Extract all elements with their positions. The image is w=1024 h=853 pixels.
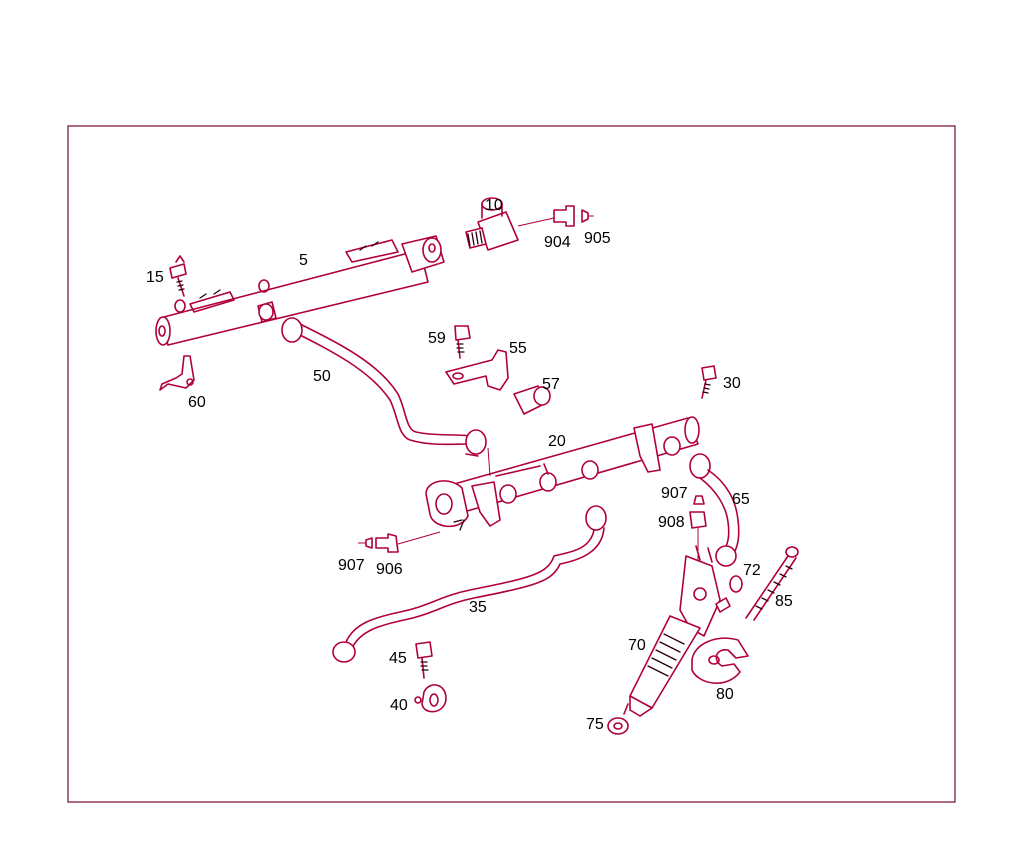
label-70: 70 <box>628 637 646 654</box>
label-35: 35 <box>469 599 487 616</box>
label-75: 75 <box>586 716 604 733</box>
label-55: 55 <box>509 340 527 357</box>
bolt-45[interactable] <box>415 641 433 679</box>
connector-906[interactable] <box>375 531 441 553</box>
connector-905[interactable] <box>581 209 594 223</box>
fuel-pipe-35[interactable] <box>332 505 607 663</box>
bracket-55[interactable] <box>445 349 509 391</box>
seal-ring-72[interactable] <box>729 575 743 593</box>
spacer-57[interactable] <box>513 385 551 415</box>
label-45: 45 <box>389 650 407 667</box>
label-60: 60 <box>188 394 206 411</box>
bolt-30[interactable] <box>701 365 717 399</box>
stud-85[interactable] <box>745 546 799 621</box>
label-57: 57 <box>542 376 560 393</box>
label-10: 10 <box>485 197 503 214</box>
washer-75[interactable] <box>607 717 629 735</box>
bracket-60[interactable] <box>159 355 195 391</box>
fuel-rail-lower[interactable] <box>425 416 700 531</box>
connector-904[interactable] <box>553 205 575 227</box>
label-5: 5 <box>299 252 308 269</box>
diagram-frame <box>67 125 956 803</box>
label-908: 908 <box>658 514 685 531</box>
clamp-40[interactable] <box>414 684 447 713</box>
label-15: 15 <box>146 269 164 286</box>
label-904: 904 <box>544 234 571 251</box>
claw-clamp-80[interactable] <box>691 637 749 684</box>
connector-907-right[interactable] <box>693 495 705 505</box>
label-80: 80 <box>716 686 734 703</box>
bolt-59[interactable] <box>454 325 471 359</box>
pressure-sensor[interactable] <box>465 197 555 251</box>
injector-70[interactable] <box>623 545 731 717</box>
label-40: 40 <box>390 697 408 714</box>
label-907-left: 907 <box>338 557 365 574</box>
connector-907-left[interactable] <box>358 537 373 549</box>
fuel-pipe-65[interactable] <box>689 453 740 567</box>
label-905: 905 <box>584 230 611 247</box>
label-906: 906 <box>376 561 403 578</box>
label-65: 65 <box>732 491 750 508</box>
label-20: 20 <box>548 433 566 450</box>
fuel-rail-upper[interactable] <box>155 235 445 346</box>
label-50: 50 <box>313 368 331 385</box>
label-85: 85 <box>775 593 793 610</box>
label-59: 59 <box>428 330 446 347</box>
label-72: 72 <box>743 562 761 579</box>
bolt-15[interactable] <box>169 255 187 297</box>
label-30: 30 <box>723 375 741 392</box>
label-907-right: 907 <box>661 485 688 502</box>
fuel-pipe-50[interactable] <box>281 317 487 457</box>
